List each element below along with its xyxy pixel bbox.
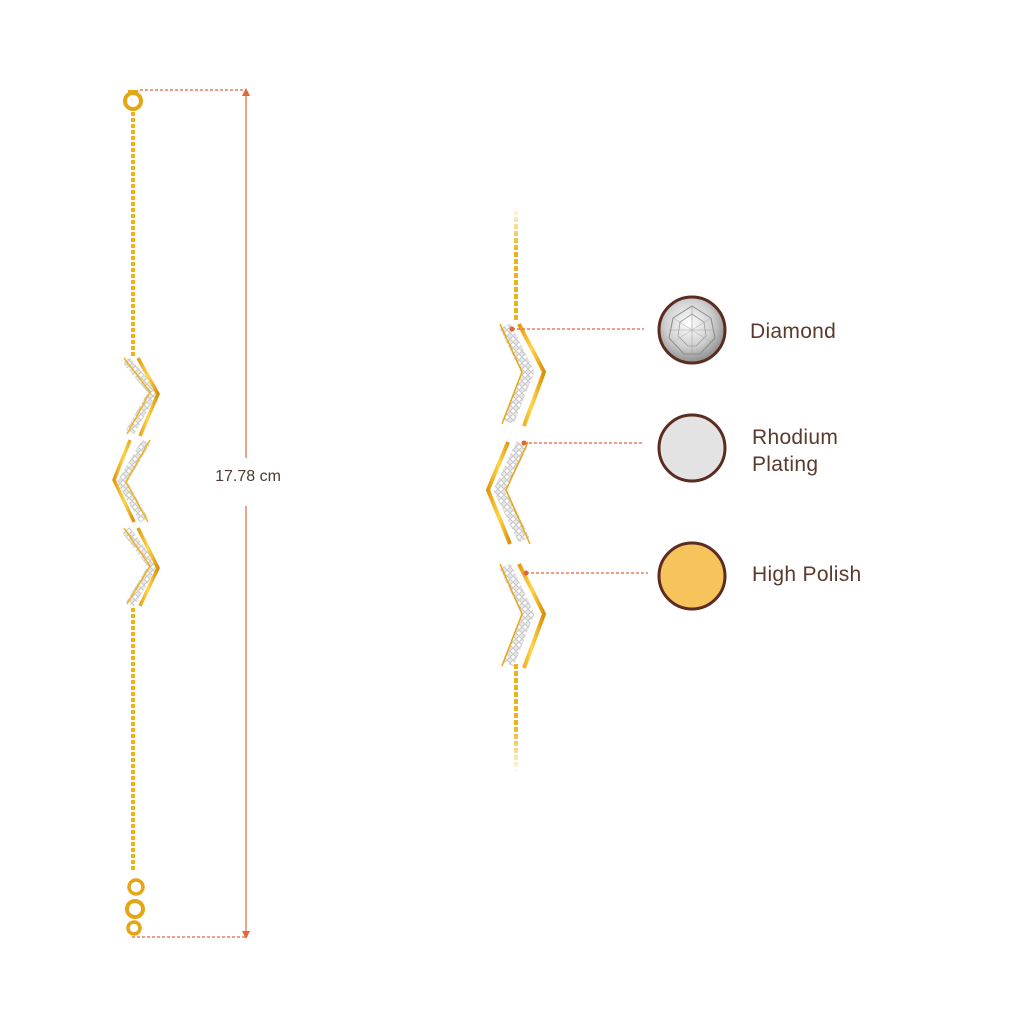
length-dimension [132, 88, 250, 939]
legend-label-diamond: Diamond [750, 318, 836, 345]
detail-chevron-link-3 [499, 563, 547, 669]
legend-label-rhodium: Rhodium Plating [752, 424, 838, 478]
detail-chevron-link-2 [485, 441, 531, 545]
legend-swatches [657, 295, 727, 611]
legend-label-diamond-text: Diamond [750, 320, 837, 343]
jump-ring-upper [127, 878, 145, 896]
detail-chevron-link-1 [499, 323, 547, 427]
legend-label-rhodium-line1: Rhodium [752, 426, 839, 449]
arrow-up-icon [242, 88, 250, 96]
high-polish-swatch-icon [657, 541, 727, 611]
length-label: 17.78 cm [200, 466, 296, 488]
jump-ring-lower [126, 920, 142, 936]
legend-label-high-polish-text: High Polish [752, 563, 862, 586]
legend-label-rhodium-line2: Plating [752, 453, 819, 476]
full-bracelet [112, 90, 160, 936]
detail-bracelet [485, 205, 547, 775]
jump-ring-middle [125, 899, 145, 919]
legend-label-high-polish: High Polish [752, 561, 862, 588]
legend-leaders [509, 326, 648, 576]
arrow-down-icon [242, 931, 250, 939]
rhodium-swatch-icon [657, 413, 727, 483]
chevron-link-3 [122, 527, 160, 607]
lobster-clasp [123, 91, 143, 111]
chevron-link-1 [122, 357, 160, 437]
diamond-swatch-icon [657, 295, 727, 365]
chevron-link-2 [112, 439, 151, 523]
